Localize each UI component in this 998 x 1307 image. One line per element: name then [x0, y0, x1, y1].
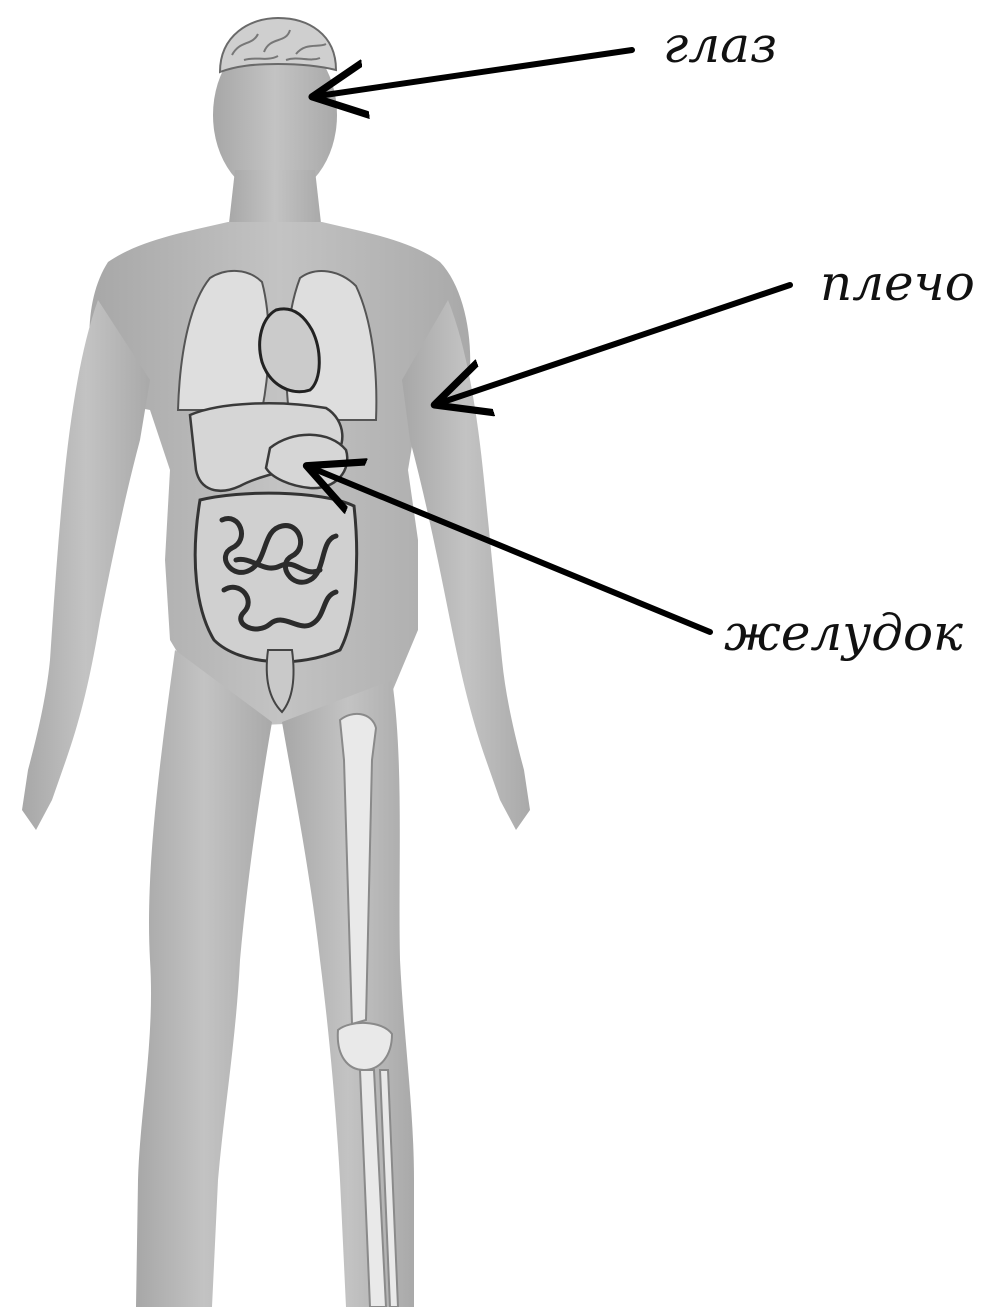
label-eye: глаз: [663, 20, 777, 70]
arrow-eye: [318, 50, 632, 96]
label-shoulder: плечо: [820, 258, 975, 308]
left-arm: [22, 300, 150, 830]
left-leg: [136, 650, 272, 1307]
label-stomach: желудок: [724, 608, 963, 658]
arrow-shoulder: [440, 285, 790, 403]
large-intestine: [195, 493, 356, 662]
brain: [220, 18, 336, 72]
